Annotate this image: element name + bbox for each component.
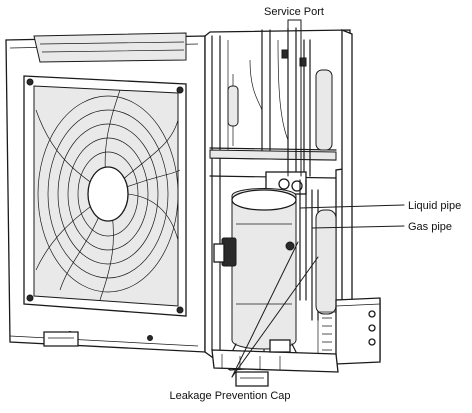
leakage-cap-label: Leakage Prevention Cap xyxy=(169,390,290,402)
compressor xyxy=(229,188,299,363)
leader-lines xyxy=(231,19,405,378)
mounting-foot-left xyxy=(43,331,79,347)
accumulator xyxy=(315,209,337,315)
service-port-label: Service Port xyxy=(264,6,324,18)
gas-pipe-label: Gas pipe xyxy=(408,221,452,233)
side-control-box xyxy=(317,297,381,365)
base-plate xyxy=(211,339,339,373)
pcb-connector xyxy=(213,237,237,267)
upper-piping xyxy=(227,27,333,177)
liquid-pipe-label: Liquid pipe xyxy=(408,200,461,212)
mounting-foot-right xyxy=(235,371,269,387)
fan-grille xyxy=(23,75,187,341)
